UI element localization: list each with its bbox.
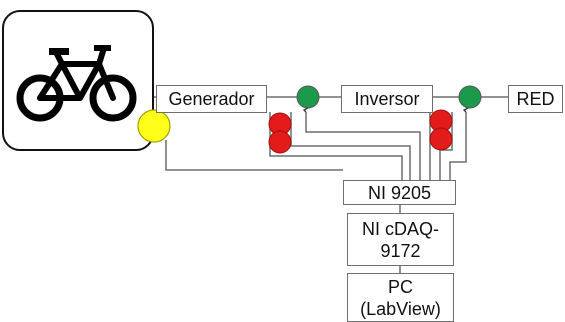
green-circle-icon bbox=[458, 85, 482, 109]
daq-chassis-block: NI cDAQ- 9172 bbox=[347, 213, 454, 266]
generator-block: Generador bbox=[156, 85, 267, 113]
red-double-circle-icon bbox=[268, 112, 292, 154]
inverter-block: Inversor bbox=[341, 85, 433, 113]
green-circle-icon bbox=[296, 85, 320, 109]
wire-red-right-b bbox=[439, 112, 453, 180]
wire-yellow-sensor bbox=[165, 140, 343, 171]
yellow-circle-icon bbox=[137, 109, 171, 143]
wire-green-right bbox=[449, 112, 467, 180]
daq-module-block: NI 9205 bbox=[343, 180, 456, 205]
red-double-circle-icon bbox=[429, 109, 453, 151]
wire-red-left-a bbox=[269, 112, 403, 180]
wire-red-left-b bbox=[290, 112, 411, 180]
grid-block: RED bbox=[508, 85, 563, 113]
bicycle-panel bbox=[2, 10, 154, 151]
pc-block: PC (LabView) bbox=[347, 273, 454, 322]
bicycle-icon bbox=[16, 45, 137, 122]
wire-green-left bbox=[305, 112, 421, 180]
